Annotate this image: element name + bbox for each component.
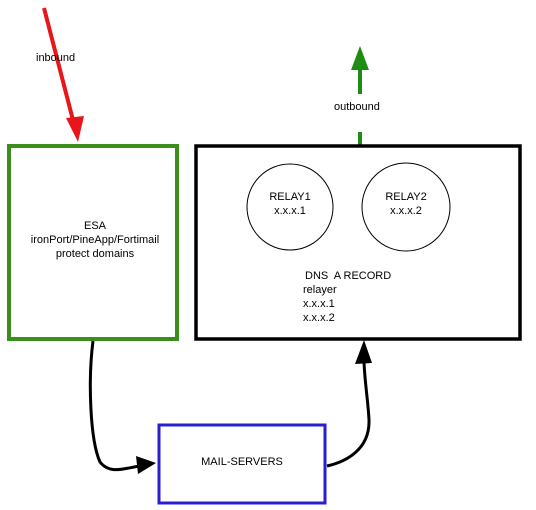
dns-record-ip2: x.x.x.2 xyxy=(303,312,335,324)
outbound-arrow xyxy=(351,46,369,146)
relay-group-box xyxy=(194,144,522,341)
dns-record-name: relayer xyxy=(303,284,337,296)
relay2-name: RELAY2 xyxy=(385,191,427,203)
esa-to-mail-connector xyxy=(88,340,156,474)
relay1-ip: x.x.x.1 xyxy=(274,205,306,217)
esa-products: ironPort/PineApp/Fortimail xyxy=(30,234,160,246)
outbound-label: outbound xyxy=(334,101,380,113)
mail-servers-label: MAIL-SERVERS xyxy=(201,456,283,468)
inbound-arrow xyxy=(42,7,84,142)
relay1-circle xyxy=(246,163,334,251)
inbound-label: inbound xyxy=(36,52,76,64)
esa-description: protect domains xyxy=(55,248,135,260)
relay1-name: RELAY1 xyxy=(269,191,311,203)
relay2-circle xyxy=(361,162,451,252)
mail-servers-box xyxy=(157,423,327,505)
dns-record-title: DNS A RECORD xyxy=(305,270,392,282)
esa-title: ESA xyxy=(83,220,106,232)
esa-box xyxy=(7,144,179,341)
relay2-ip: x.x.x.2 xyxy=(390,205,422,217)
mail-to-relay-connector xyxy=(326,340,372,468)
dns-record-ip1: x.x.x.1 xyxy=(303,298,335,310)
